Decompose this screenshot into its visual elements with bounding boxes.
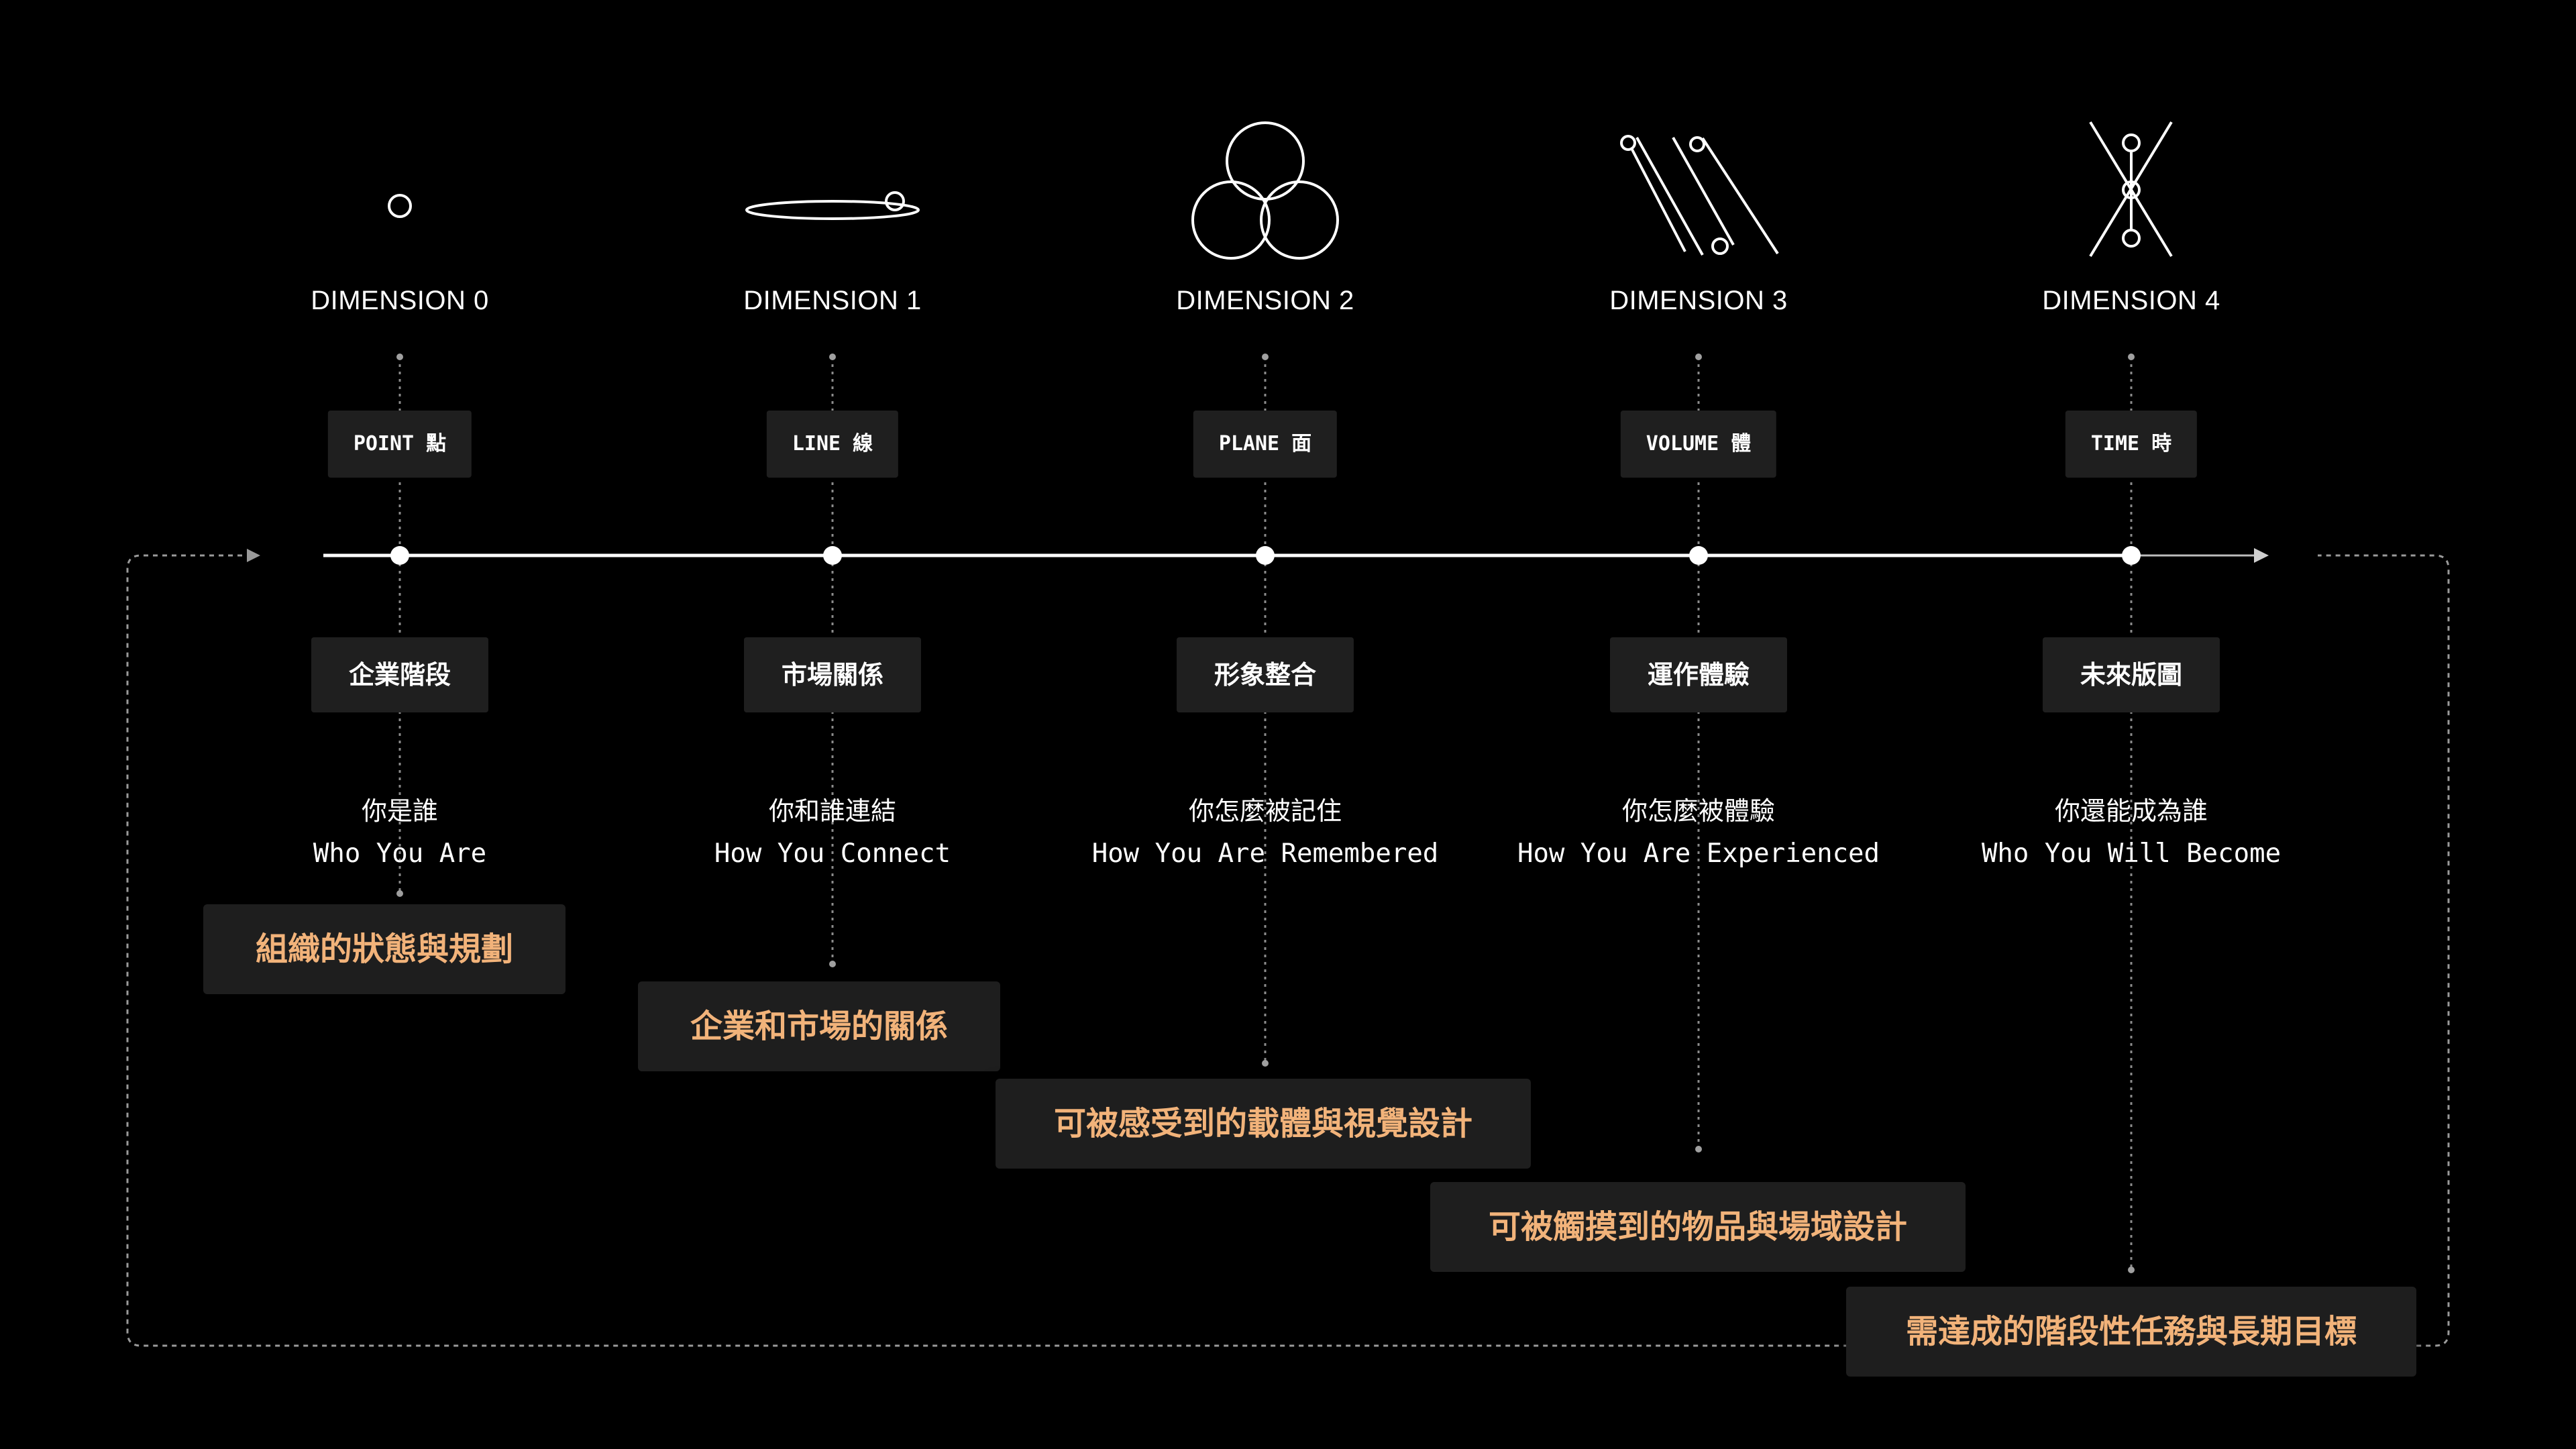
dimension-title: DIMENSION 2 xyxy=(1176,286,1354,315)
question-zh: 你還能成為誰 xyxy=(2054,796,2208,826)
question-zh: 你怎麼被記住 xyxy=(1188,796,1342,826)
dimension-title: DIMENSION 1 xyxy=(743,286,922,315)
connector-cap-2-top xyxy=(1262,354,1269,360)
question-en: How You Are Remembered xyxy=(1091,839,1439,869)
line-icon xyxy=(745,191,920,220)
loop-connector xyxy=(126,554,2450,1347)
description-box-1: 企業和市場的關係 xyxy=(638,981,1000,1071)
plane-icon xyxy=(1191,121,1339,260)
connector-cap-3-bottom xyxy=(1695,1146,1702,1152)
question-en: How You Connect xyxy=(714,839,951,869)
timeline-node-2 xyxy=(1256,546,1275,565)
question-en: Who You Will Become xyxy=(1981,839,2282,869)
description-box-4: 需達成的階段性任務與長期目標 xyxy=(1846,1287,2416,1377)
connector-cap-1-top xyxy=(829,354,836,360)
connector-cap-4-bottom xyxy=(2128,1267,2135,1273)
dimension-tag: TIME 時 xyxy=(2065,411,2198,478)
question-zh: 你怎麼被體驗 xyxy=(1621,796,1775,826)
dimension-title: DIMENSION 4 xyxy=(2042,286,2220,315)
description-box-3: 可被觸摸到的物品與場域設計 xyxy=(1430,1182,1966,1272)
connector-cap-1-bottom xyxy=(829,961,836,967)
timeline-node-0 xyxy=(390,546,409,565)
timeline-node-4 xyxy=(2122,546,2141,565)
stage-label: 市場關係 xyxy=(743,637,922,712)
question-en: How You Are Experienced xyxy=(1517,839,1880,869)
connector-cap-4-top xyxy=(2128,354,2135,360)
description-box-2: 可被感受到的載體與視覺設計 xyxy=(996,1079,1531,1169)
volume-icon xyxy=(1620,135,1779,256)
stage-label: 未來版圖 xyxy=(2042,637,2220,712)
dimension-title: DIMENSION 3 xyxy=(1609,286,1788,315)
connector-cap-3-top xyxy=(1695,354,1702,360)
timeline-node-1 xyxy=(823,546,842,565)
dimension-tag: LINE 線 xyxy=(766,411,899,478)
dimension-tag: VOLUME 體 xyxy=(1620,411,1777,478)
connector-cap-0-top xyxy=(396,354,403,360)
point-icon xyxy=(388,194,412,218)
description-box-0: 組織的狀態與規劃 xyxy=(203,904,566,994)
connector-cap-0-bottom xyxy=(396,890,403,897)
loop-arrow-icon xyxy=(247,549,260,562)
dimension-tag: PLANE 面 xyxy=(1193,411,1338,478)
question-en: Who You Are xyxy=(313,839,487,869)
timeline-arrow-icon xyxy=(2254,548,2269,563)
question-zh: 你是誰 xyxy=(361,796,438,826)
connector-cap-2-bottom xyxy=(1262,1060,1269,1067)
dimension-title: DIMENSION 0 xyxy=(311,286,489,315)
question-zh: 你和誰連結 xyxy=(768,796,896,826)
stage-label: 形象整合 xyxy=(1176,637,1354,712)
timeline-node-3 xyxy=(1689,546,1708,565)
stage-label: 運作體驗 xyxy=(1609,637,1788,712)
time-icon xyxy=(2089,121,2173,258)
stage-label: 企業階段 xyxy=(311,637,489,712)
dimension-tag: POINT 點 xyxy=(327,411,472,478)
